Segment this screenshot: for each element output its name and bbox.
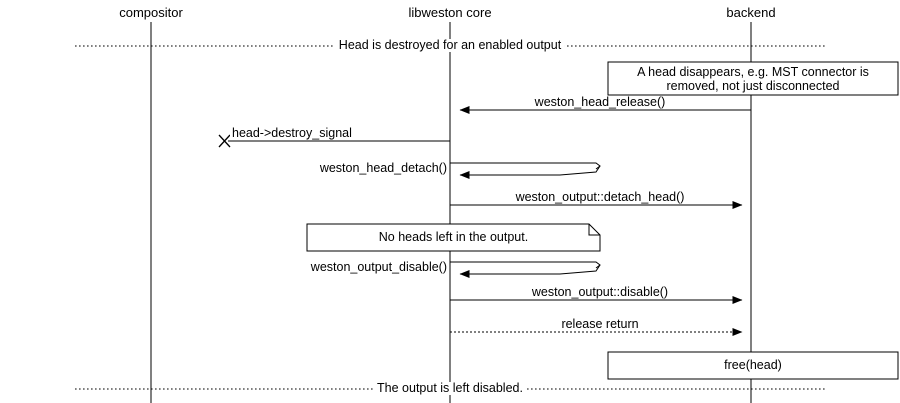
separator-label-top: Head is destroyed for an enabled output: [334, 39, 566, 52]
message-label-release-return: release return: [558, 318, 642, 331]
separator-label-bottom: The output is left disabled.: [373, 382, 527, 395]
participant-label-compositor: compositor: [119, 5, 183, 20]
note-text-free-head: free(head): [608, 358, 898, 372]
note-box-free-head: [607, 351, 899, 380]
message-label-weston-head-detach: weston_head_detach(): [319, 161, 447, 175]
arrow-weston-head-detach-selfloop: [450, 162, 601, 179]
note-box-mst: [607, 61, 899, 96]
arrow-head-destroy-signal: [218, 134, 450, 148]
note-mst-line1: A head disappears, e.g. MST connector is: [637, 65, 869, 79]
participant-label-backend: backend: [726, 5, 776, 20]
message-label-weston-output-detach-head: weston_output::detach_head(): [512, 191, 688, 204]
note-text-no-heads: No heads left in the output.: [307, 230, 600, 244]
message-label-head-destroy-signal: head->destroy_signal: [230, 126, 354, 140]
message-label-weston-head-release: weston_head_release(): [531, 96, 669, 109]
note-box-no-heads: [306, 223, 601, 252]
message-label-weston-output-disable-call: weston_output_disable(): [310, 260, 447, 274]
note-free-head-line1: free(head): [724, 358, 782, 372]
note-no-heads-line1: No heads left in the output.: [378, 230, 529, 244]
message-label-weston-output-disable: weston_output::disable(): [528, 286, 672, 299]
note-text-mst: A head disappears, e.g. MST connector is…: [608, 65, 898, 93]
note-mst-line2: removed, not just disconnected: [666, 79, 840, 93]
participant-label-libweston-core: libweston core: [408, 5, 492, 20]
arrow-weston-output-disable-selfloop: [450, 261, 601, 278]
